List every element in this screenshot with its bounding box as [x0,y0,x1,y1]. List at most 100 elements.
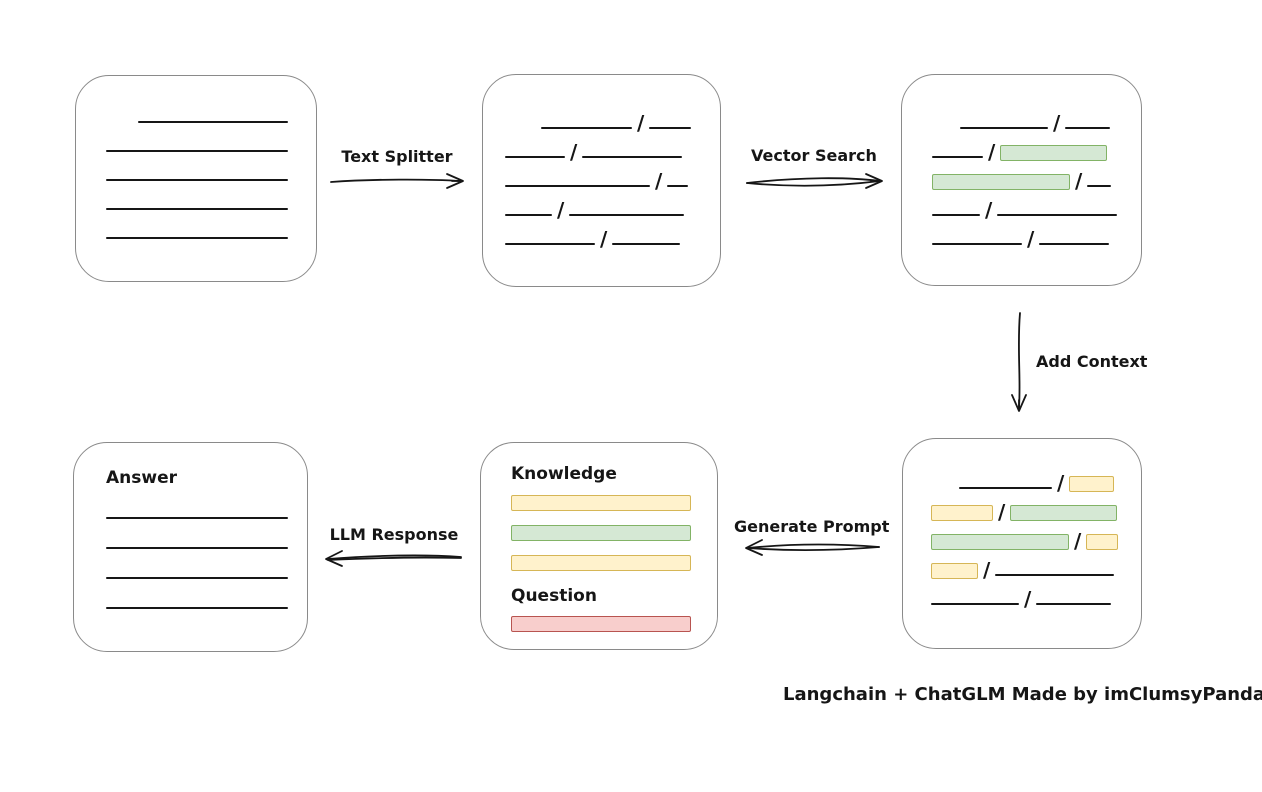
knowledge-label: Knowledge [511,464,617,484]
add-context-arrow [1011,312,1027,412]
split-slash: / [983,558,991,582]
split-slash: / [1024,587,1032,611]
text-line [106,150,288,152]
text-fragment-row: / [505,100,720,135]
split-text-rows: / / / / / [483,75,720,251]
generate-prompt-label: Generate Prompt [734,517,890,536]
green-highlight-chunk [932,174,1070,190]
text-splitter-arrow [330,173,464,189]
green-highlight-chunk [1010,505,1118,521]
prompt-box: Knowledge Question [480,442,718,650]
split-slash: / [570,140,578,164]
answer-box: Answer [73,442,308,652]
text-line [959,487,1052,489]
text-fragment-row: / [931,489,1141,524]
text-fragment-row: / [932,187,1141,222]
text-fragment-row: / [931,547,1141,582]
split-slash: / [557,198,565,222]
text-line [960,127,1048,129]
green-bar [511,525,691,541]
split-slash: / [1027,227,1035,251]
text-fragment-row: / [932,129,1141,164]
text-fragment-row: / [931,518,1141,553]
text-line [1036,603,1112,605]
split-slash: / [637,111,645,135]
green-highlight-chunk [1000,145,1108,161]
yellow-bar [511,495,691,511]
text-fragment-row: / [505,129,720,164]
text-line [505,214,552,216]
text-fragment-row: / [931,576,1141,611]
generate-prompt-arrow [745,539,880,556]
answer-lines [106,489,307,637]
text-line [932,214,980,216]
green-highlight-chunk [931,534,1069,550]
yellow-highlight-chunk [931,505,993,521]
split-slash: / [1057,471,1065,495]
text-line [667,185,689,187]
vector-search-label: Vector Search [751,146,877,165]
text-line [931,603,1019,605]
text-fragment-row: / [932,100,1141,135]
yellow-highlight-chunk [1086,534,1119,550]
red-bar [511,616,691,632]
split-slash: / [988,140,996,164]
split-slash: / [1074,529,1082,553]
add-context-label: Add Context [1036,352,1148,371]
text-fragment-row: / [932,158,1141,193]
text-line [612,243,681,245]
text-line [106,577,288,579]
text-line [106,237,288,239]
text-line [505,185,650,187]
split-slash: / [600,227,608,251]
text-line [106,517,288,519]
split-slash: / [998,500,1006,524]
text-fragment-row: / [932,216,1141,251]
text-line [932,156,983,158]
vector-search-arrow [746,173,883,189]
text-line [106,547,288,549]
text-line [541,127,632,129]
text-line [138,121,288,123]
knowledge-bars [511,495,717,571]
text-line [932,243,1022,245]
text-line [106,179,288,181]
text-line [1065,127,1111,129]
text-fragment-row: / [505,187,720,222]
vector-matches-box: / / / / / [901,74,1142,286]
yellow-highlight-chunk [931,563,978,579]
split-slash: / [655,169,663,193]
text-splitter-label: Text Splitter [341,147,453,166]
document-lines [76,76,316,266]
text-line [997,214,1118,216]
llm-response-label: LLM Response [329,525,459,544]
text-line [649,127,692,129]
text-line [995,574,1115,576]
text-line [106,208,288,210]
context-rows: / / / / / [903,439,1141,611]
text-fragment-row: / [505,158,720,193]
vector-matches-rows: / / / / / [902,75,1141,251]
text-line [505,243,595,245]
text-line [1087,185,1112,187]
split-slash: / [985,198,993,222]
text-line [1039,243,1110,245]
yellow-bar [511,555,691,571]
answer-label: Answer [106,468,177,488]
yellow-highlight-chunk [1069,476,1115,492]
split-text-box: / / / / / [482,74,721,287]
llm-response-arrow [325,550,462,567]
split-slash: / [1075,169,1083,193]
text-line [569,214,685,216]
text-fragment-row: / [931,460,1141,495]
diagram-caption: Langchain + ChatGLM Made by imClumsyPand… [783,684,1262,705]
question-bars [511,616,717,632]
split-slash: / [1053,111,1061,135]
document-box [75,75,317,282]
text-line [582,156,683,158]
text-fragment-row: / [505,216,720,251]
text-line [106,607,288,609]
context-box: / / / / / [902,438,1142,649]
question-label: Question [511,586,597,606]
